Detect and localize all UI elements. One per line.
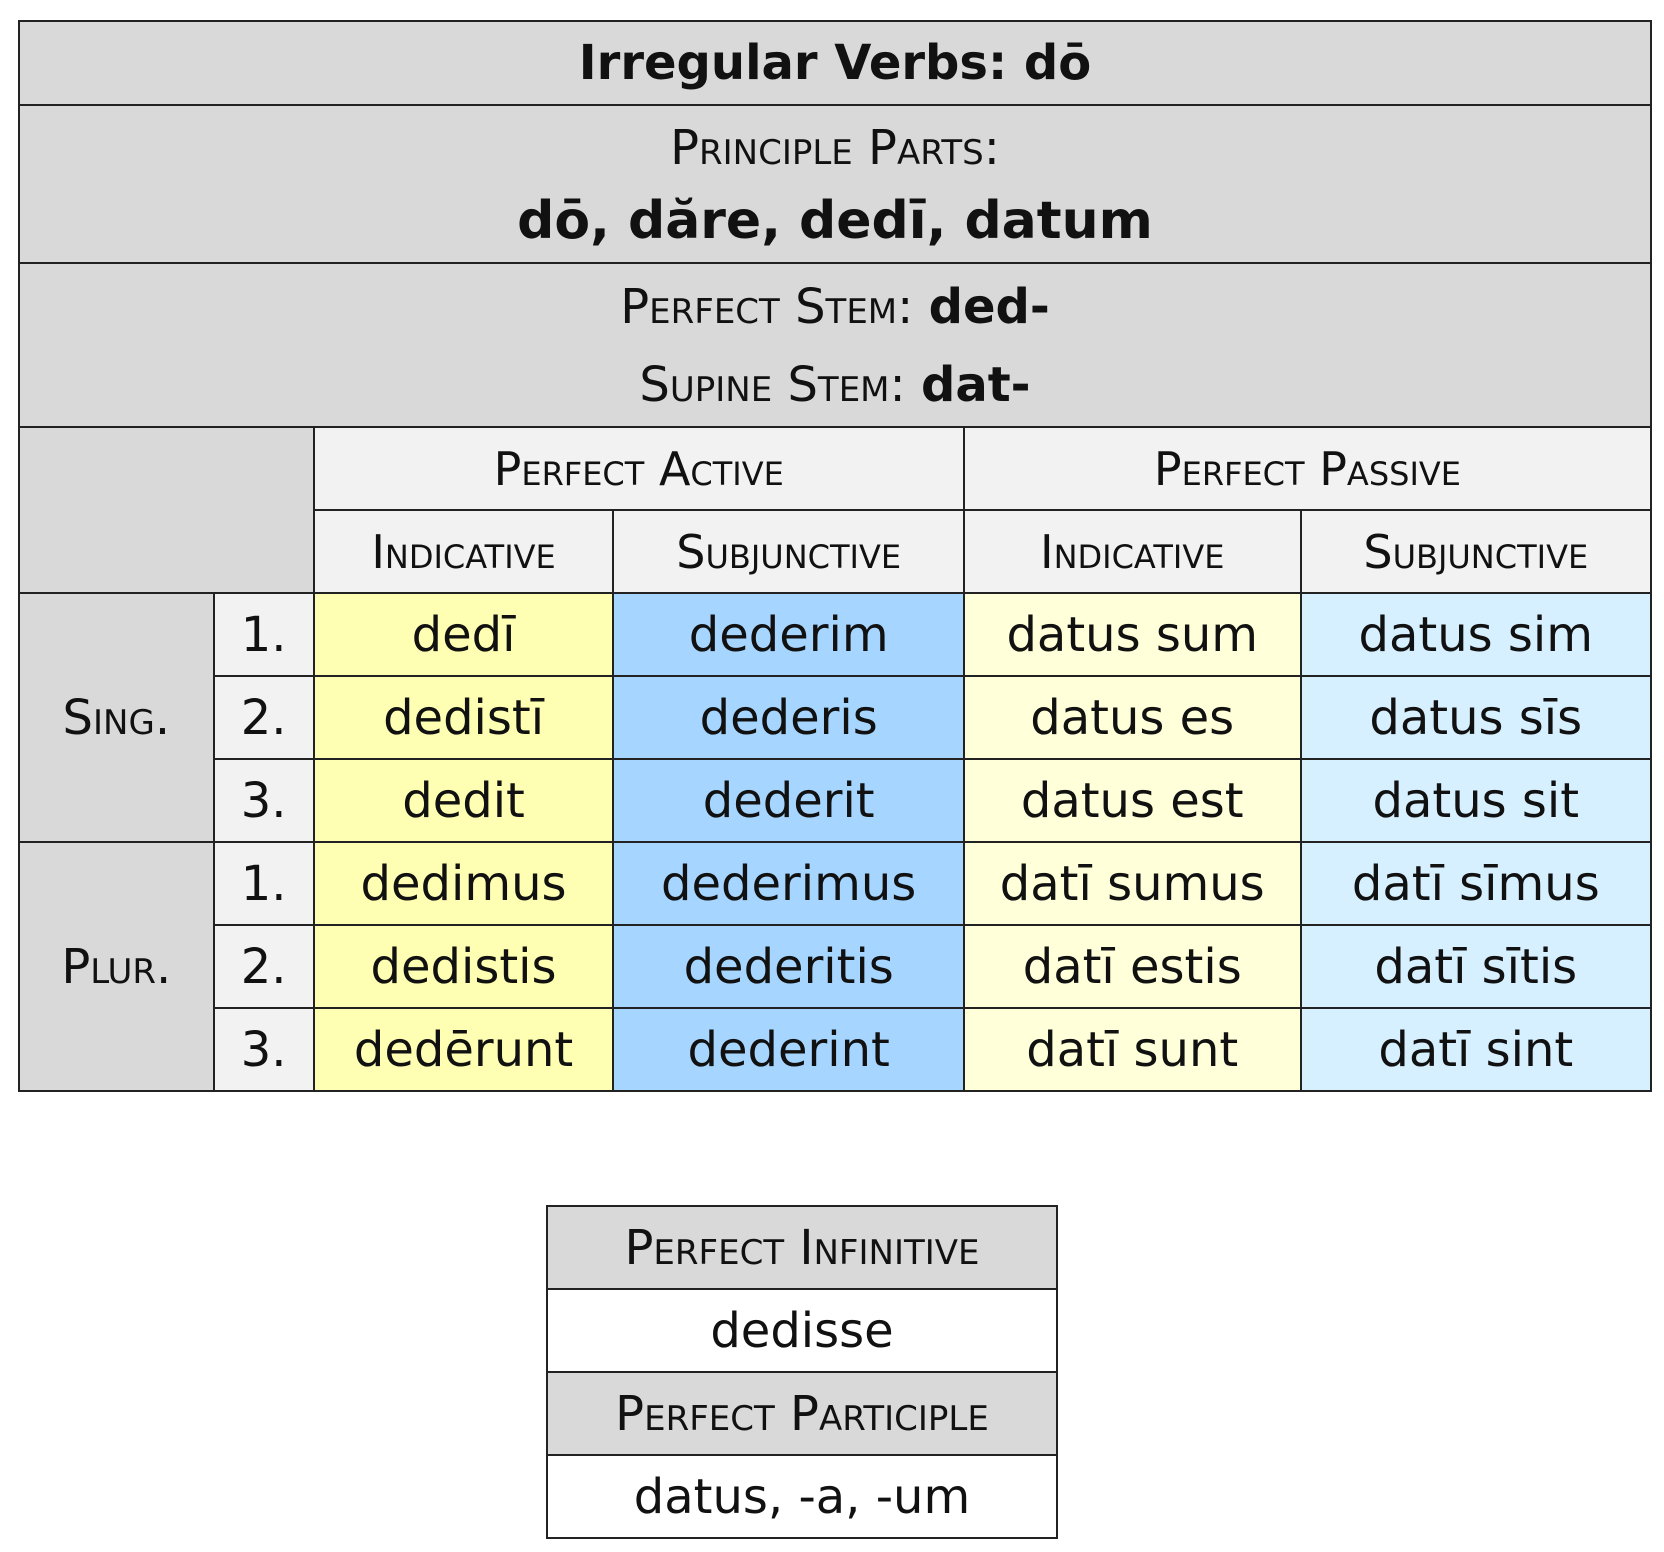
passive-subjunctive-cell: datī sint <box>1299 1007 1653 1092</box>
person-number: 1. <box>212 592 315 677</box>
passive-indicative-cell: datus es <box>962 675 1302 760</box>
principle-parts-label: Principle Parts: <box>18 104 1652 179</box>
active-indicative-cell: dedī <box>312 592 615 677</box>
infinitive-participle-table: Perfect Infinitive dedisse Perfect Parti… <box>546 1205 1058 1539</box>
table-row: 2. dedistī dederis datus es datus sīs <box>19 675 1653 760</box>
singular-label: Sing. <box>18 592 215 843</box>
perfect-active-header: Perfect Active <box>312 426 965 511</box>
active-subjunctive-cell: dederimus <box>612 841 965 926</box>
table-row: 2. dedistis dederitis datī estis datī sī… <box>19 924 1653 1009</box>
active-indicative-cell: dedit <box>312 758 615 843</box>
passive-indicative-cell: datī estis <box>962 924 1302 1009</box>
active-subjunctive-cell: dederim <box>612 592 965 677</box>
supine-stem: Supine Stem: dat- <box>18 343 1652 428</box>
perfect-passive-header: Perfect Passive <box>962 426 1653 511</box>
person-number: 2. <box>212 924 315 1009</box>
passive-indicative-header: Indicative <box>962 509 1302 594</box>
table-row: 3. dedit dederit datus est datus sit <box>19 758 1653 843</box>
principle-parts-value: dō, dăre, dedī, datum <box>18 179 1652 264</box>
passive-indicative-cell: datus est <box>962 758 1302 843</box>
active-subjunctive-cell: dederitis <box>612 924 965 1009</box>
passive-indicative-cell: datus sum <box>962 592 1302 677</box>
perfect-infinitive-label: Perfect Infinitive <box>546 1205 1058 1290</box>
active-indicative-cell: dedistī <box>312 675 615 760</box>
passive-indicative-cell: datī sumus <box>962 841 1302 926</box>
corner-cell <box>18 426 315 594</box>
perfect-participle-label: Perfect Participle <box>546 1371 1058 1456</box>
passive-subjunctive-header: Subjunctive <box>1299 509 1653 594</box>
conjugation-table: Irregular Verbs: dō Principle Parts: dō,… <box>18 20 1653 1092</box>
perfect-infinitive-value: dedisse <box>546 1288 1058 1373</box>
perfect-participle-value: datus, -a, -um <box>546 1454 1058 1539</box>
active-subjunctive-cell: dederis <box>612 675 965 760</box>
passive-indicative-cell: datī sunt <box>962 1007 1302 1092</box>
active-indicative-header: Indicative <box>312 509 615 594</box>
active-indicative-cell: dedimus <box>312 841 615 926</box>
active-subjunctive-cell: dederint <box>612 1007 965 1092</box>
person-number: 1. <box>212 841 315 926</box>
person-number: 2. <box>212 675 315 760</box>
supine-stem-value: dat- <box>920 356 1031 413</box>
active-subjunctive-cell: dederit <box>612 758 965 843</box>
perfect-stem-value: ded- <box>928 278 1050 335</box>
perfect-stem: Perfect Stem: ded- <box>18 262 1652 343</box>
plural-label: Plur. <box>18 841 215 1092</box>
passive-subjunctive-cell: datus sit <box>1299 758 1653 843</box>
table-row: Sing. 1. dedī dederim datus sum datus si… <box>18 592 1653 843</box>
passive-subjunctive-cell: datus sim <box>1299 592 1653 677</box>
supine-stem-label: Supine Stem: <box>639 356 906 413</box>
person-number: 3. <box>212 1007 315 1092</box>
table-title: Irregular Verbs: dō <box>18 20 1652 106</box>
table-row: Plur. 1. dedimus dederimus datī sumus da… <box>18 841 1653 1092</box>
active-indicative-cell: dedistis <box>312 924 615 1009</box>
passive-subjunctive-cell: datī sīmus <box>1299 841 1653 926</box>
passive-subjunctive-cell: datī sītis <box>1299 924 1653 1009</box>
active-indicative-cell: dedērunt <box>312 1007 615 1092</box>
passive-subjunctive-cell: datus sīs <box>1299 675 1653 760</box>
person-number: 3. <box>212 758 315 843</box>
active-subjunctive-header: Subjunctive <box>612 509 965 594</box>
table-row: 3. dedērunt dederint datī sunt datī sint <box>19 1007 1653 1092</box>
perfect-stem-label: Perfect Stem: <box>620 278 914 335</box>
